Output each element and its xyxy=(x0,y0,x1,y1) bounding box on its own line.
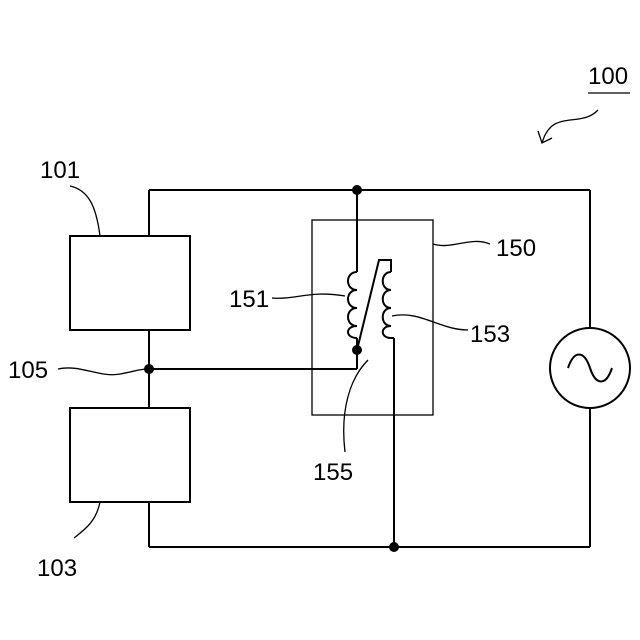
junction-bottom xyxy=(389,542,399,552)
transformer-150-box xyxy=(312,220,433,415)
primary-coil-151 xyxy=(348,272,357,338)
label-151: 151 xyxy=(229,286,269,313)
ac-source-wave xyxy=(568,355,612,382)
secondary-coil-153 xyxy=(383,272,391,338)
junction-top xyxy=(352,185,362,195)
curved-arrow-icon xyxy=(538,110,598,143)
leader-151 xyxy=(272,294,345,298)
leader-101 xyxy=(70,186,100,236)
label-150: 150 xyxy=(496,235,536,262)
arrow-shaft xyxy=(542,110,598,143)
leader-153 xyxy=(392,315,468,330)
label-100: 100 xyxy=(588,63,628,90)
leader-103 xyxy=(74,502,100,538)
label-153: 153 xyxy=(470,321,510,348)
ac-source-icon xyxy=(550,328,630,408)
block-103 xyxy=(70,408,190,502)
label-103: 103 xyxy=(37,555,77,582)
label-101: 101 xyxy=(40,157,80,184)
leader-155 xyxy=(344,360,368,452)
junction-155 xyxy=(352,345,362,355)
label-105: 105 xyxy=(8,357,48,384)
block-101 xyxy=(70,236,190,330)
leader-105 xyxy=(58,368,147,375)
label-155: 155 xyxy=(313,459,353,486)
leader-150 xyxy=(433,241,490,245)
